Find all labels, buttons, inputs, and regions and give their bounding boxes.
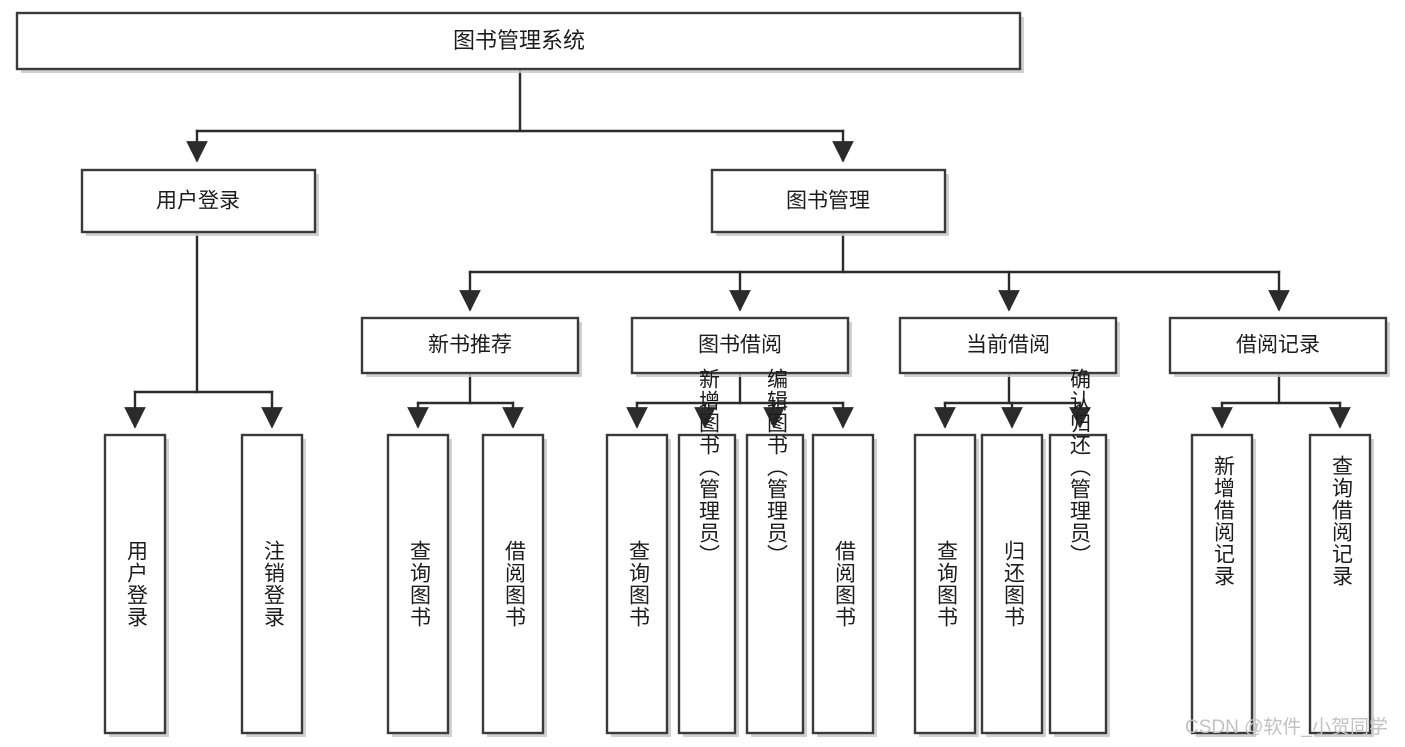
leaf-user-login-login-label: 用户登录 [124,540,148,628]
leaf-current-borrow-return[interactable]: 归还图书 [980,433,1046,737]
node-book-management[interactable]: 图书管理 [710,168,949,236]
leaf-current-borrow-confirm-label: 确认归还（管理员） [1067,368,1091,566]
leaf-user-login-logout-label: 注销登录 [261,540,285,628]
leaf-book-borrow-query-label: 查询图书 [626,540,650,628]
node-current-borrow[interactable]: 当前借阅 [898,316,1120,377]
connector-bookmgmt-to-level2 [459,231,1290,312]
node-root[interactable]: 图书管理系统 [15,11,1024,73]
node-new-book-recommend-label: 新书推荐 [428,334,512,357]
leaf-book-borrow-add-label: 新增图书（管理员） [696,368,720,566]
leaf-current-borrow-confirm[interactable]: 确认归还（管理员） [1048,368,1110,737]
node-current-borrow-label: 当前借阅 [966,334,1050,357]
node-book-borrow-label: 图书借阅 [698,334,782,357]
leaf-borrow-record-query[interactable]: 查询借阅记录 [1308,433,1374,737]
connector-userlogin-to-leaves [124,231,283,429]
leaf-current-borrow-query[interactable]: 查询图书 [913,433,979,737]
leaf-user-login-login[interactable]: 用户登录 [103,433,169,737]
leaf-book-borrow-edit-label: 编辑图书（管理员） [764,368,788,566]
connector-newbook-to-leaves [407,371,524,429]
node-book-borrow[interactable]: 图书借阅 [630,316,852,377]
connector-root-to-level1 [186,68,854,163]
leaf-book-borrow-edit[interactable]: 编辑图书（管理员） [745,368,807,737]
node-new-book-recommend[interactable]: 新书推荐 [360,316,582,377]
leaf-book-borrow-add[interactable]: 新增图书（管理员） [677,368,739,737]
leaf-new-book-query-label: 查询图书 [407,540,431,628]
leaf-current-borrow-return-label: 归还图书 [1001,540,1025,628]
leaf-new-book-borrow[interactable]: 借阅图书 [481,433,547,737]
leaf-borrow-record-query-label: 查询借阅记录 [1329,455,1353,587]
node-borrow-record[interactable]: 借阅记录 [1168,316,1390,377]
node-user-login-label: 用户登录 [156,190,240,213]
leaf-borrow-record-add[interactable]: 新增借阅记录 [1190,433,1256,737]
leaf-book-borrow-borrow[interactable]: 借阅图书 [811,433,877,737]
node-book-management-label: 图书管理 [786,190,870,213]
leaf-book-borrow-borrow-label: 借阅图书 [832,540,856,628]
leaf-current-borrow-query-label: 查询图书 [934,540,958,628]
leaf-book-borrow-query[interactable]: 查询图书 [605,433,671,737]
connector-bookborrow-to-leaves [626,371,854,429]
node-borrow-record-label: 借阅记录 [1236,334,1320,357]
node-user-login[interactable]: 用户登录 [80,168,319,236]
leaf-borrow-record-add-label: 新增借阅记录 [1211,455,1235,587]
connector-currentborrow-to-leaves [934,371,1091,429]
leaf-new-book-query[interactable]: 查询图书 [386,433,452,737]
node-root-label: 图书管理系统 [453,28,585,53]
connector-borrowrecord-to-leaves [1211,371,1351,429]
leaf-user-login-logout[interactable]: 注销登录 [240,433,306,737]
leaf-new-book-borrow-label: 借阅图书 [502,540,526,628]
